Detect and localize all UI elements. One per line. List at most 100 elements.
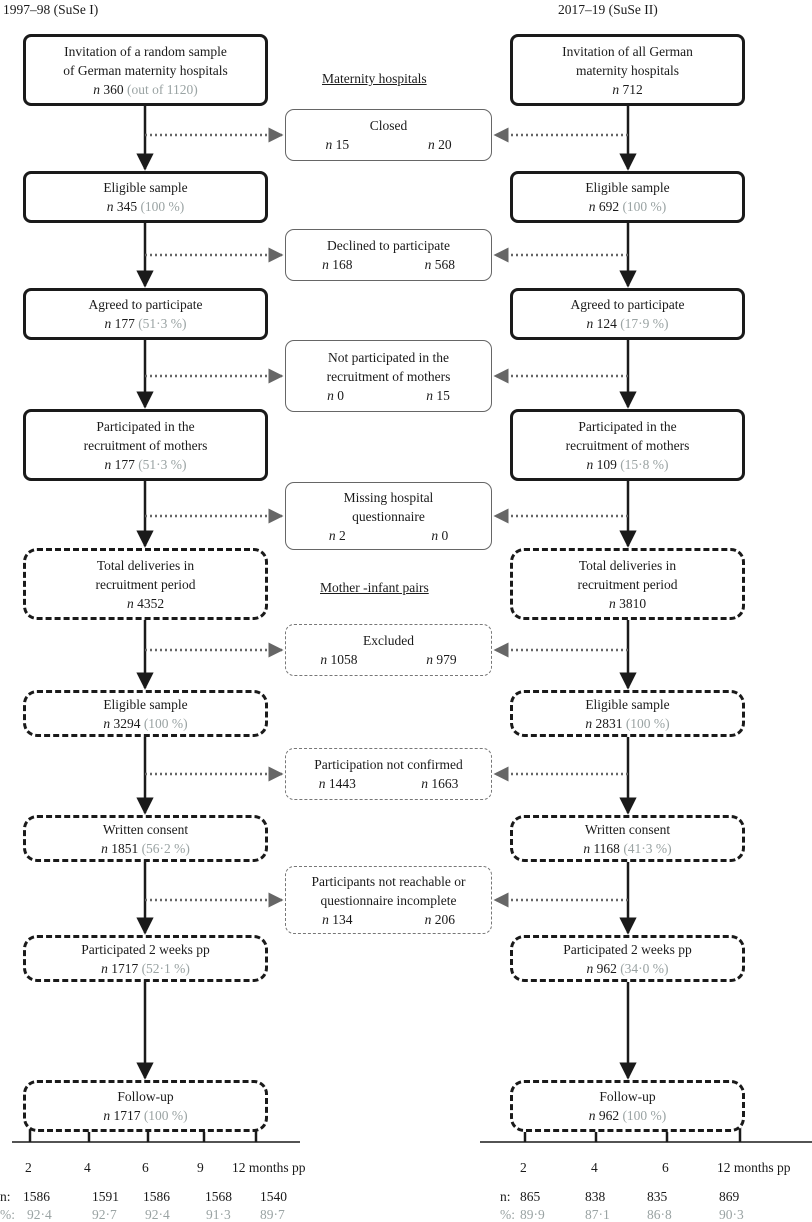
n-symbol: n (103, 715, 111, 731)
right-pct-value: 87·1 (585, 1207, 610, 1222)
right-month-label: 4 (591, 1160, 598, 1175)
exclusion-value: 1443 (328, 776, 356, 791)
box-label-line: Invitation of all German (562, 43, 693, 59)
n-symbol: n (427, 137, 435, 152)
box-percent: (100 %) (143, 715, 188, 731)
box-label-line: Written consent (584, 821, 671, 837)
exclusion-label-line: questionnaire incomplete (320, 892, 457, 908)
exclusion-label-line: Excluded (363, 633, 414, 648)
right-column-title: 2017–19 (SuSe II) (558, 2, 658, 17)
left-month-label: 9 (197, 1160, 204, 1175)
right-n-value: 835 (647, 1189, 668, 1204)
n-symbol: n (318, 776, 326, 791)
right-month-label: 12 months pp (717, 1160, 791, 1175)
n-symbol: n (586, 456, 594, 472)
left-n-value: 1591 (92, 1189, 119, 1204)
left-n-value: 1540 (260, 1189, 287, 1204)
left-pct-value: 89·7 (260, 1207, 285, 1222)
exclusion-count-left: n 0 (327, 386, 344, 405)
box-percent: (56·2 %) (141, 840, 190, 856)
box-percent: (100 %) (622, 199, 667, 214)
box-percent: (out of 1120) (127, 81, 198, 97)
box-label-line: of German maternity hospitals (63, 62, 228, 78)
exclusion-value: 134 (332, 911, 353, 927)
right-pct-value: 89·9 (520, 1207, 545, 1222)
n-symbol: n (104, 316, 112, 331)
left-month-label: 4 (84, 1160, 91, 1175)
exclusion-count-left: n 134 (322, 910, 352, 929)
n-symbol: n (426, 652, 433, 667)
box-label-line: recruitment of mothers (565, 437, 690, 453)
left-column-title: 1997–98 (SuSe I) (3, 2, 99, 17)
box-label-line: Total deliveries in (578, 557, 677, 573)
right-pct-value: 86·8 (647, 1207, 672, 1222)
box-percent: (100 %) (140, 199, 185, 214)
box-label-line: Participated in the (578, 418, 677, 434)
exclusion-value: 20 (438, 137, 452, 152)
box-label-line: Invitation of a random sample (64, 43, 227, 59)
n-symbol: n (322, 257, 329, 272)
box-label-line: recruitment period (577, 576, 678, 592)
exclusion-label-line: Not participated in the (327, 349, 450, 365)
box-count: 3294 (113, 715, 141, 731)
n-symbol: n (325, 137, 333, 152)
exclusion-label-line: recruitment of mothers (326, 368, 451, 384)
n-symbol: n (583, 840, 591, 856)
exclusion-value: 0 (337, 387, 344, 403)
exclusion-label-line: Closed (369, 118, 408, 133)
exclusion-label-line: Participation not confirmed (314, 757, 463, 772)
left-pct-prefix: %: (0, 1207, 15, 1222)
box-label-line: maternity hospitals (575, 62, 680, 78)
exclusion-count-left: n 1058 (320, 650, 357, 669)
box-count: 3810 (619, 595, 647, 611)
n-symbol: n (426, 387, 433, 403)
box-percent: (51·3 %) (138, 316, 187, 331)
left-n-prefix: n: (0, 1189, 11, 1204)
n-symbol: n (320, 652, 328, 667)
right-n-value: 869 (719, 1189, 740, 1204)
exclusion-value: 568 (434, 257, 455, 272)
exclusion-value: 168 (332, 257, 353, 272)
right-pct-value: 90·3 (719, 1207, 744, 1222)
left-n-value: 1568 (205, 1189, 232, 1204)
left-flow-box-1: Invitation of a random sample of German m… (23, 34, 268, 106)
box-percent: (34·0 %) (620, 960, 669, 976)
n-symbol: n (101, 960, 108, 976)
left-pct-value: 92·4 (27, 1207, 52, 1222)
exclusion-value: 206 (434, 911, 455, 927)
exclusion-count-left: n 1443 (319, 774, 356, 793)
n-symbol: n (421, 776, 428, 791)
n-symbol: n (588, 1108, 596, 1123)
exclusion-label-line: Declined to participate (327, 238, 450, 253)
box-label-line: Agreed to participate (570, 297, 685, 312)
box-percent: (100 %) (625, 715, 670, 731)
exclusion-value: 15 (335, 137, 350, 152)
n-symbol: n (586, 316, 594, 331)
box-percent: (52·1 %) (141, 960, 190, 976)
n-symbol: n (612, 81, 620, 97)
right-month-label: 6 (662, 1160, 669, 1175)
n-symbol: n (431, 527, 439, 543)
box-label-line: recruitment of mothers (83, 437, 208, 453)
n-symbol: n (328, 527, 336, 543)
left-n-value: 1586 (23, 1189, 50, 1204)
exclusion-count-left: n 2 (329, 526, 346, 545)
box-count: 109 (596, 456, 617, 472)
box-label-line: Written consent (102, 821, 189, 837)
right-month-label: 2 (520, 1160, 527, 1175)
box-count: 177 (114, 316, 135, 331)
left-month-label: 6 (142, 1160, 149, 1175)
box-count: 124 (596, 316, 617, 331)
box-percent: (51·3 %) (138, 456, 187, 472)
